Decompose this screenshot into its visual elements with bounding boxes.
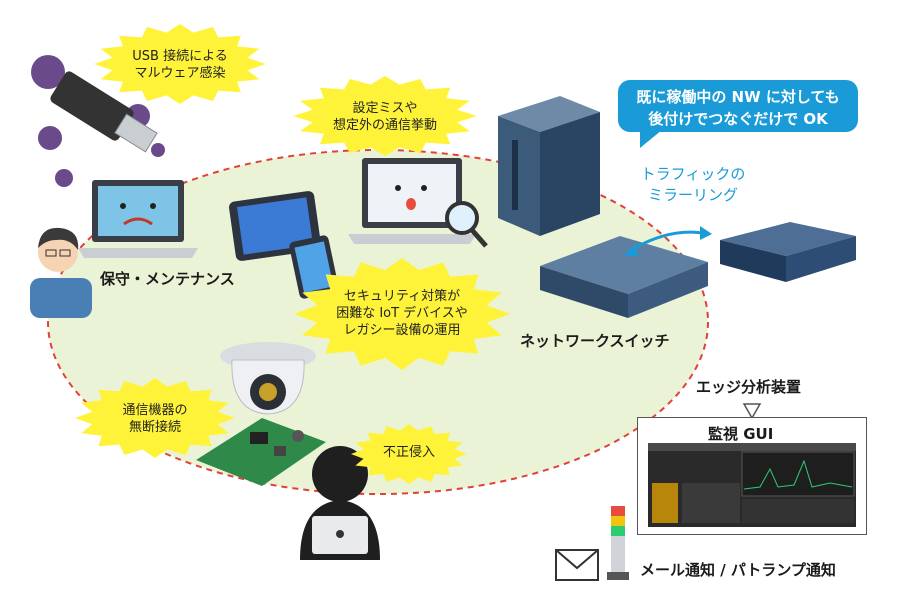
usb-stick-icon <box>50 71 158 153</box>
switch-label: ネットワークスイッチ <box>520 332 670 350</box>
monitoring-gui-overlay <box>648 443 856 527</box>
mail-icon <box>555 549 599 581</box>
burst-unauth-text: 通信機器の無断接続 <box>122 403 188 435</box>
gui-label: 監視 GUI <box>708 425 774 443</box>
burst-security-text: セキュリティ対策が困難な IoT デバイスやレガシー設備の運用 <box>336 289 468 338</box>
callout-message: 既に稼働中の NW に対しても後付けでつなぐだけで OK <box>636 88 840 128</box>
burst-intrusion-text: 不正侵入 <box>382 445 435 460</box>
burst-security-shape <box>294 258 510 370</box>
callout-bubble <box>618 80 858 148</box>
edge-analyzer-icon <box>720 222 856 282</box>
laptop-infected-icon <box>78 180 198 258</box>
maintenance-label: 保守・メンテナンス <box>100 270 235 288</box>
notification-label: メール通知 / パトランプ通知 <box>640 561 836 579</box>
server-tower-icon <box>498 96 600 236</box>
magnifier-icon <box>445 201 488 248</box>
burst-usb-shape <box>94 24 266 104</box>
edge-pointer <box>742 403 762 420</box>
maintenance-person-icon <box>30 227 92 318</box>
warning-bursts <box>75 24 510 484</box>
network-switch-icon <box>540 236 708 318</box>
security-camera-icon <box>220 342 316 415</box>
burst-config-text: 設定ミスや想定外の通信挙動 <box>332 101 437 133</box>
edge-analyzer-label: エッジ分析装置 <box>696 378 802 396</box>
burst-intrusion-shape <box>351 424 467 484</box>
circuit-board-icon <box>196 418 326 486</box>
laptop-inspect-icon <box>348 158 476 244</box>
patrol-lamp-icon <box>607 506 629 580</box>
burst-unauth-shape <box>75 378 235 458</box>
burst-usb-text: USB 接続によるマルウェア感染 <box>132 49 228 81</box>
hacker-icon <box>300 446 380 560</box>
mirroring-label: トラフィックのミラーリング <box>640 165 746 204</box>
burst-config-shape <box>293 76 477 156</box>
smartphone-icon <box>289 235 339 299</box>
